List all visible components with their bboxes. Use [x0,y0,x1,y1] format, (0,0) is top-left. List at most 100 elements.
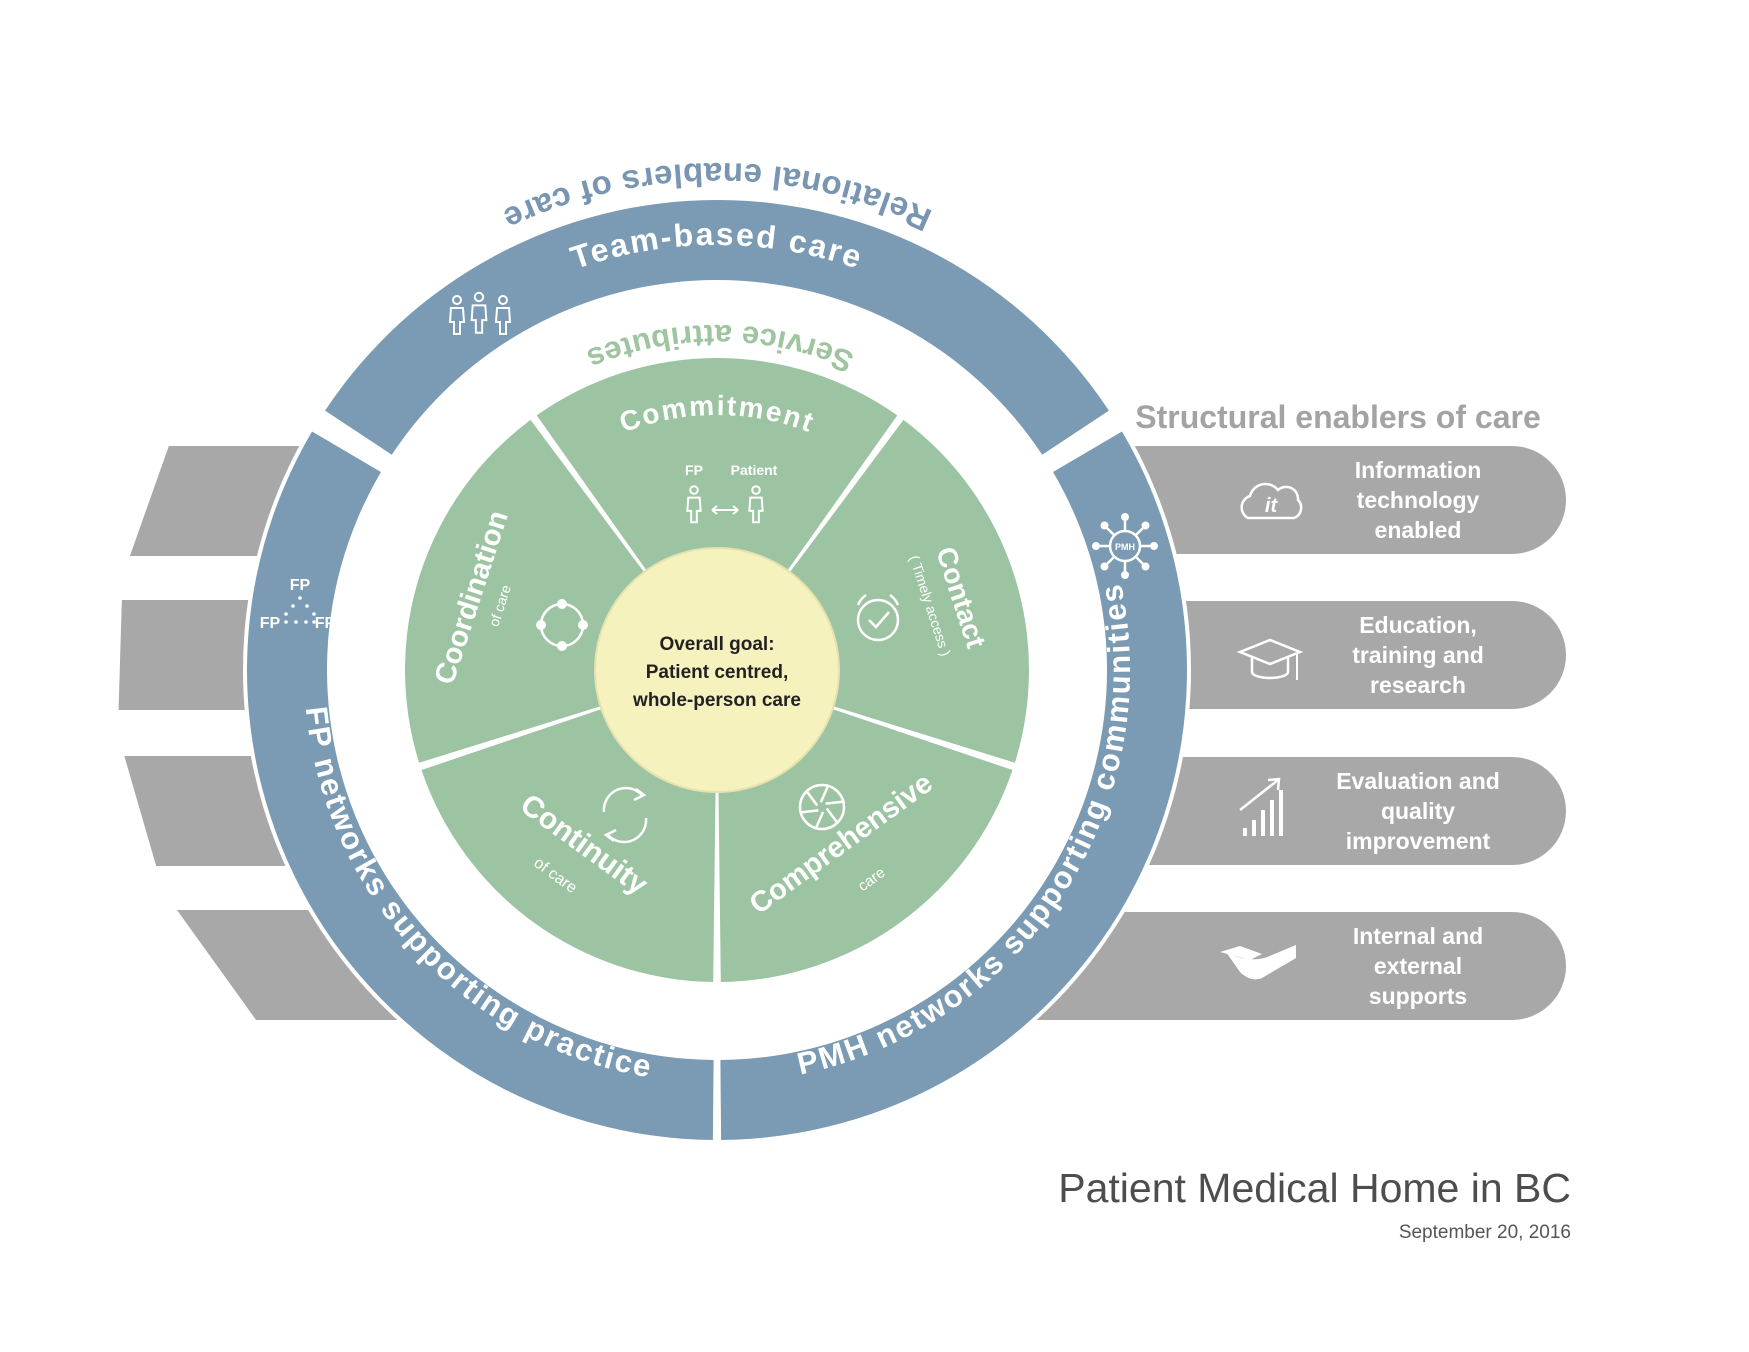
pmh-node-icon [1121,571,1129,579]
structural-enablers-title: Structural enablers of care [1135,399,1540,435]
commitment-patient-label: Patient [731,462,778,478]
sector-continuity [421,709,716,982]
fp-network-dot-icon [305,604,309,608]
sector-commitment [536,358,898,571]
structural-tab-label: improvement [1346,828,1491,854]
chart-bar-icon [1279,790,1283,836]
cycle-dot-icon [578,620,588,630]
person-body-icon [470,304,488,334]
sector-coordination [405,419,645,763]
structural-tab-label: Internal and [1353,923,1483,949]
segment-line-icon [800,809,819,814]
fp-network-dot-icon [304,620,308,624]
fp-network-label-right: FP [315,615,336,632]
pmh-node-icon [1100,521,1109,530]
structural-tab: Internal and external supports [1014,912,1566,1020]
fp-network-dot-icon [312,620,316,624]
pmh-node-icon [1121,513,1129,521]
structural-tab-label: Information [1355,457,1482,483]
page-date: September 20, 2016 [1398,1222,1571,1243]
trend-arrow-icon [1239,777,1281,811]
chart-bar-icon [1252,820,1256,836]
sector-contact [789,419,1029,763]
chart-bar-icon [1243,828,1247,836]
person-head-icon [498,295,508,305]
person-head-icon [751,485,761,495]
person-head-icon [689,485,699,495]
person-body-icon [748,496,764,524]
structural-tab-label: technology [1357,487,1480,513]
structural-tab-label: enabled [1375,517,1462,543]
pmh-spoke-icon [1134,527,1144,537]
service-sectors [405,358,1029,982]
sector-comprehensive [718,709,1013,982]
pmh-node-icon [1100,562,1109,571]
refresh-head-top-icon [633,788,647,802]
fp-network-dot-icon [298,596,302,600]
ring-segment-pmh-networks [720,431,1187,1140]
structural-tab-shape [1014,912,1566,1020]
cycle-dots-icon [536,599,588,651]
center-goal: Overall goal:Patient centred,whole-perso… [594,547,840,793]
pmh-node-icon [1150,542,1158,550]
pmh-node-icon [1141,521,1150,530]
it-glyph-icon: it [1265,495,1279,517]
cloud-outline-icon [1240,482,1303,520]
chart-bar-icon [1261,810,1265,836]
cap-board-icon [1236,638,1304,666]
title-block: Patient Medical Home in BC September 20,… [1058,1165,1571,1244]
segment-line-icon [825,807,839,824]
double-arrow-icon [711,505,739,515]
graduation-cap-icon [1236,638,1304,680]
pmh-spoke-icon [1134,555,1144,565]
cap-base-icon [1250,658,1290,680]
chart-bar-icon [1270,800,1274,836]
structural-tab-label: supports [1369,983,1467,1009]
ring-segment-team-based-care [325,200,1109,455]
fp-network-dot-icon [291,604,295,608]
left-gray-tab [118,600,272,710]
pmh-spoke-icon [1106,527,1116,537]
segmented-circle-outline-icon [798,783,846,831]
refresh-arrows-icon [602,786,648,844]
fp-network-dot-icon [294,620,298,624]
person-body-icon [494,307,512,335]
segment-line-icon [819,785,830,803]
cycle-dot-icon [536,620,546,630]
center-goal-text: Overall goal: [659,634,774,655]
cycle-dot-icon [557,599,567,609]
structural-tab-label: research [1370,672,1466,698]
structural-tab-label: quality [1381,798,1455,824]
left-gray-tab [177,910,407,1020]
structural-tab-label: external [1374,953,1462,979]
person-head-icon [452,295,462,305]
team-people-icon [448,291,512,335]
pmh-node-icon [1141,562,1150,571]
structural-tab-shape [1104,446,1566,554]
check-icon [868,611,890,629]
pmh-network-icon: PMH [1092,513,1158,579]
fp-network-dot-icon [284,620,288,624]
structural-tab-label: training and [1352,642,1484,668]
structural-tab-label: Education, [1359,612,1477,638]
ring-segment-fp-networks [247,431,714,1140]
pmh-icon-label: PMH [1115,542,1135,552]
clock-face-icon [856,598,900,642]
helping-hand-icon [1220,945,1296,980]
segment-line-icon [825,800,844,805]
person-body-icon [448,307,466,335]
refresh-head-bottom-icon [603,828,617,842]
segment-line-icon [805,790,819,807]
segmented-circle-icon [798,783,846,831]
pmh-node-icon [1092,542,1100,550]
clock-bells-icon [856,593,900,606]
pmh-spoke-icon [1106,555,1116,565]
center-circle [594,547,840,793]
fp-network-dot-icon [284,612,288,616]
hand-thumb-icon [1220,946,1262,960]
